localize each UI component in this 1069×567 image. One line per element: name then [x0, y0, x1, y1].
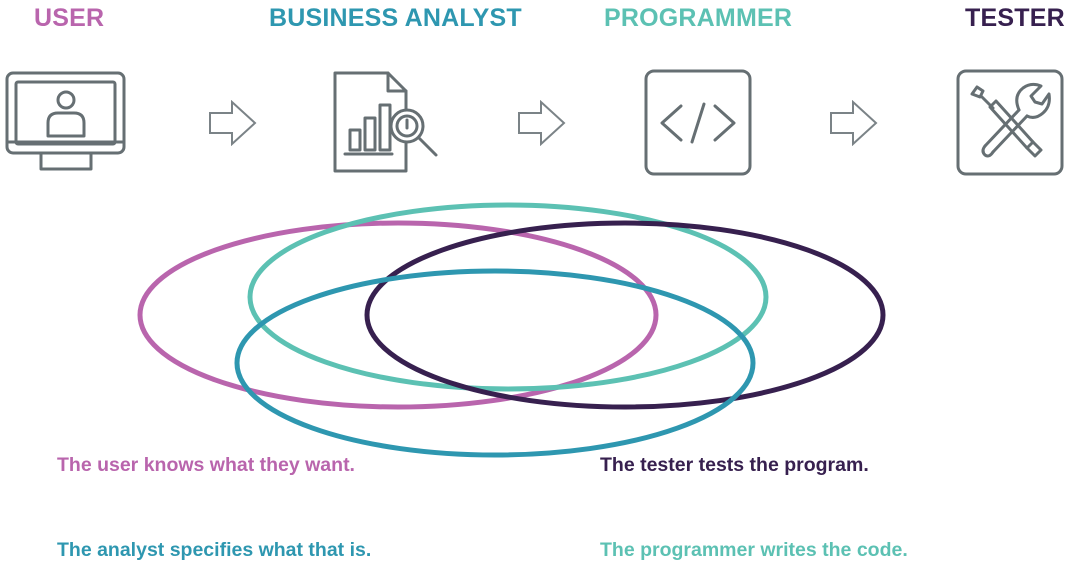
document-chart-magnifier-icon	[333, 71, 438, 173]
arrow-right-icon	[518, 100, 566, 146]
code-brackets-icon	[644, 69, 752, 176]
caption-user: The user knows what they want.	[57, 454, 355, 476]
tester-ellipse	[364, 220, 886, 410]
user-ellipse	[137, 220, 659, 410]
analyst-ellipse	[234, 268, 756, 458]
role-title-programmer: PROGRAMMER	[604, 4, 793, 32]
role-title-user: USER	[34, 4, 105, 32]
arrow-right-icon	[209, 100, 257, 146]
screwdriver-wrench-icon	[956, 69, 1064, 176]
programmer-ellipse	[247, 202, 769, 392]
caption-programmer: The programmer writes the code.	[600, 539, 908, 561]
caption-tester: The tester tests the program.	[600, 454, 869, 476]
arrow-right-icon	[830, 100, 878, 146]
role-title-tester: TESTER	[965, 4, 1065, 32]
caption-analyst: The analyst specifies what that is.	[57, 539, 372, 561]
monitor-user-icon	[5, 71, 126, 171]
role-title-business-analyst: BUSINESS ANALYST	[269, 4, 522, 32]
